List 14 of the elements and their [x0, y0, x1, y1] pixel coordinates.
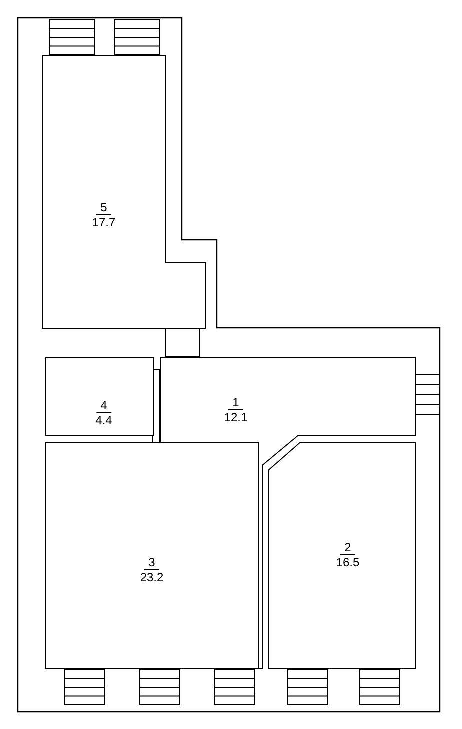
room — [45, 357, 153, 435]
room-area: 12.1 — [224, 410, 248, 424]
room-number: 1 — [228, 396, 244, 410]
room-area: 4.4 — [96, 414, 112, 428]
room-area: 17.7 — [92, 216, 116, 230]
room-area: 23.2 — [140, 570, 164, 584]
room — [42, 55, 205, 328]
room — [45, 442, 258, 668]
room-number: 5 — [96, 200, 112, 216]
room-area: 16.5 — [336, 556, 360, 570]
room — [268, 442, 415, 668]
room-number: 3 — [144, 556, 160, 570]
room-number: 4 — [96, 398, 112, 414]
room-number: 2 — [340, 540, 356, 556]
